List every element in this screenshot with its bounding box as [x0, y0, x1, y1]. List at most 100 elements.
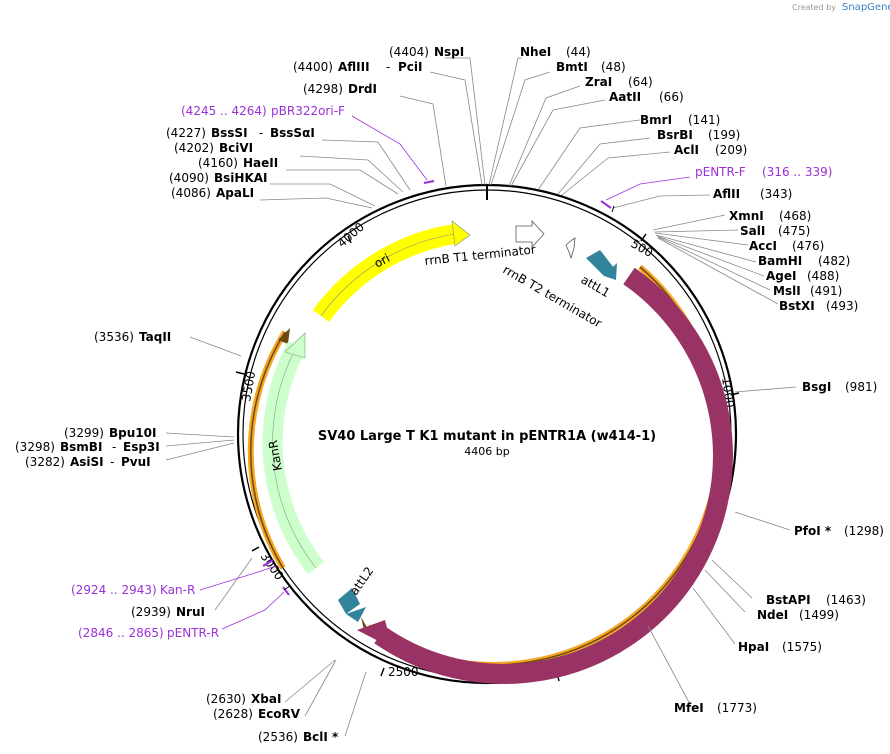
enzyme-pos: (343) [760, 187, 792, 201]
enzyme-bsssai[interactable]: BssSαI [270, 126, 315, 140]
enzyme-pos: (141) [688, 113, 720, 127]
enzyme-bsgi[interactable]: BsgI [802, 380, 831, 394]
enzyme-separator: - [259, 126, 263, 140]
enzyme-esp3i[interactable]: Esp3I [123, 440, 160, 454]
credit-text: Created by [792, 3, 836, 12]
enzyme-pos: (2630) [206, 692, 246, 706]
enzyme-nspi[interactable]: NspI [434, 45, 464, 59]
rrnb-t1-terminator-feature [515, 219, 545, 249]
large-t-antigen-arrowhead [357, 620, 392, 648]
primer-pentr-f-range: (316 .. 339) [762, 165, 832, 179]
enzyme-pcii[interactable]: PciI [398, 60, 423, 74]
enzyme-pos: (4298) [303, 82, 343, 96]
enzyme-pos: (1298) [844, 524, 884, 538]
enzyme-pos: (209) [715, 143, 747, 157]
enzyme-bsssi[interactable]: BssSI [211, 126, 248, 140]
enzyme-nhei[interactable]: NheI [520, 45, 551, 59]
primer-pentr-f[interactable]: pENTR-F [695, 165, 746, 179]
enzyme-mfei[interactable]: MfeI [674, 701, 704, 715]
enzyme-pos: (4086) [171, 186, 211, 200]
enzyme-hpai[interactable]: HpaI [738, 640, 769, 654]
enzyme-bcivi[interactable]: BciVI [219, 141, 253, 155]
enzyme-pos: (1499) [799, 608, 839, 622]
enzyme-haeii[interactable]: HaeII [243, 156, 278, 170]
enzyme-bsrbi[interactable]: BsrBI [657, 128, 693, 142]
rrnb-t2-terminator-feature [565, 237, 576, 260]
enzyme-pos: (3299) [64, 426, 104, 440]
enzyme-pos: (488) [807, 269, 839, 283]
enzyme-pos: (491) [810, 284, 842, 298]
enzyme-agei[interactable]: AgeI [766, 269, 796, 283]
enzyme-bstxi[interactable]: BstXI [779, 299, 815, 313]
enzyme-separator: - [386, 60, 390, 74]
enzyme-bsmbi[interactable]: BsmBI [60, 440, 102, 454]
enzymes-left: (4404) NspI (4400) AflIII - PciI (4298) … [15, 45, 464, 744]
enzyme-bstapi[interactable]: BstAPI [766, 593, 811, 607]
enzyme-pos: (4202) [174, 141, 214, 155]
enzyme-acci[interactable]: AccI [749, 239, 777, 253]
enzyme-drdi[interactable]: DrdI [348, 82, 377, 96]
kanr-label: KanR [266, 439, 285, 472]
attl2-label: attL2 [347, 564, 376, 598]
enzyme-msli[interactable]: MslI [773, 284, 801, 298]
enzyme-pos: (2628) [213, 707, 253, 721]
primer-kan-r-range: (2924 .. 2943) [71, 583, 157, 597]
primer-pbr322ori-f[interactable]: pBR322ori-F [271, 104, 345, 118]
enzyme-bpu10i[interactable]: Bpu10I [109, 426, 156, 440]
enzyme-pos: (468) [779, 209, 811, 223]
enzyme-pos: (4160) [198, 156, 238, 170]
enzyme-zrai[interactable]: ZraI [585, 75, 612, 89]
enzyme-ndei[interactable]: NdeI [757, 608, 788, 622]
enzyme-pos: (199) [708, 128, 740, 142]
enzyme-leader-lines [165, 57, 797, 737]
enzyme-pos: (4227) [166, 126, 206, 140]
enzyme-pos: (1773) [717, 701, 757, 715]
primer-kan-r[interactable]: Kan-R [160, 583, 195, 597]
enzyme-separator: - [110, 455, 114, 469]
enzyme-pfoi[interactable]: PfoI * [794, 524, 832, 538]
enzyme-pos: (4404) [389, 45, 429, 59]
enzyme-bmti[interactable]: BmtI [556, 60, 588, 74]
enzyme-pos: (1463) [826, 593, 866, 607]
small-ticks [283, 205, 615, 591]
enzyme-pvui[interactable]: PvuI [121, 455, 151, 469]
enzyme-separator: - [112, 440, 116, 454]
enzyme-taqii[interactable]: TaqII [139, 330, 171, 344]
kanr-orf-arc-line [249, 331, 286, 569]
enzyme-bamhi[interactable]: BamHI [758, 254, 802, 268]
ori-outline [320, 233, 456, 317]
enzyme-xmni[interactable]: XmnI [729, 209, 764, 223]
map-title: SV40 Large T K1 mutant in pENTR1A (w414-… [318, 429, 656, 444]
enzyme-pos: (981) [845, 380, 877, 394]
enzyme-apali[interactable]: ApaLI [216, 186, 254, 200]
enzyme-sali[interactable]: SalI [740, 224, 765, 238]
enzyme-nrui[interactable]: NruI [176, 605, 205, 619]
enzyme-pos: (4090) [169, 171, 209, 185]
kanr-outline [272, 345, 317, 569]
primer-pentr-r-range: (2846 .. 2865) [78, 626, 164, 640]
enzyme-pos: (2939) [131, 605, 171, 619]
enzyme-bsihkai[interactable]: BsiHKAI [214, 171, 268, 185]
kanr-orf-arrowhead [278, 328, 290, 344]
enzyme-ecorv[interactable]: EcoRV [258, 707, 301, 721]
snapgene-brand: SnapGene [842, 2, 890, 13]
enzyme-acli[interactable]: AclI [674, 143, 699, 157]
kanr-arrowhead [284, 332, 306, 359]
enzyme-bmri[interactable]: BmrI [640, 113, 672, 127]
enzyme-pos: (482) [818, 254, 850, 268]
attl1-arrowhead [604, 263, 617, 280]
enzyme-asisi[interactable]: AsiSI [70, 455, 104, 469]
enzyme-pos: (2536) [258, 730, 298, 744]
enzyme-aflii[interactable]: AflII [713, 187, 740, 201]
enzyme-afliii[interactable]: AflIII [338, 60, 370, 74]
enzyme-aatii[interactable]: AatII [609, 90, 641, 104]
enzyme-xbai[interactable]: XbaI [251, 692, 281, 706]
enzyme-bcli[interactable]: BclI * [303, 730, 339, 744]
primer-pentr-r[interactable]: pENTR-R [167, 626, 219, 640]
tick-3500: 3500 [239, 370, 258, 403]
tick-500: 500 [629, 236, 656, 260]
enzyme-pos: (475) [778, 224, 810, 238]
ori-label: ori [372, 251, 392, 271]
attl2-feature [338, 588, 360, 614]
